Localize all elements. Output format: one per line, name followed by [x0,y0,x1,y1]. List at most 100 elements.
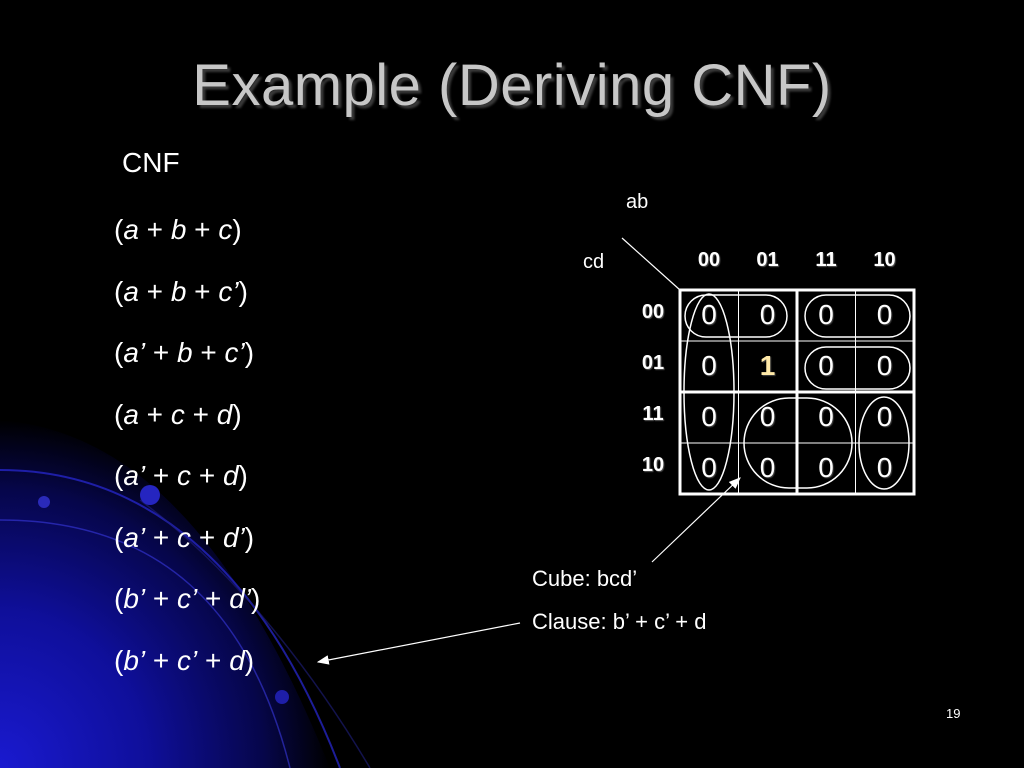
clause-symbol: + [145,460,178,491]
clause-symbol: ( [114,460,124,491]
kmap-cell: 0 [818,452,834,483]
kmap-row-header: 11 [642,403,664,425]
clause-literal: d’ [229,583,251,614]
kmap-col-var: ab [626,191,649,213]
clause-literal: a [123,214,139,245]
clause-item: (a + b + c’) [114,276,248,308]
blue-arc-1 [0,469,341,768]
decor-dot-2 [38,496,50,508]
clause-literal: b’ [123,644,146,676]
clause-symbol: ) [232,214,242,245]
clause-symbol: + [145,337,178,368]
clause-symbol: + [138,275,171,307]
clause-literal: b’ [123,583,146,614]
clause-literal: c’ [177,583,198,614]
clause-literal: a [123,398,139,430]
kmap-cell: 0 [876,452,893,483]
clause-literal: c [177,460,192,491]
clause-symbol: ) [238,275,248,307]
clause-symbol: ( [114,644,124,676]
clause-literal: d [222,460,239,491]
clause-item: (a’ + b + c’) [114,337,254,369]
clause-symbol: ( [114,214,124,245]
kmap-cell: 0 [759,452,776,483]
clause-symbol: ( [114,583,124,614]
clause-symbol: ) [244,337,255,368]
clause-symbol: ( [114,337,124,368]
clause-symbol: + [192,337,225,368]
blue-arc-3 [139,499,371,768]
clause-literal: a’ [123,521,146,553]
clause-note: Clause: b’ + c’ + d [532,609,707,634]
clause-symbol: ( [114,275,124,307]
page-number: 19 [946,706,961,721]
kmap-cell: 0 [701,299,717,330]
clause-literal: c [170,398,185,430]
decor-dot-1 [140,485,160,505]
clause-symbol: + [145,521,178,553]
kmap-cell: 0 [759,299,776,330]
clause-literal: b [170,275,187,307]
clause-item: (b’ + c’ + d) [114,645,254,677]
kmap-col-header: 11 [815,249,837,271]
clause-symbol: + [186,214,219,245]
clause-symbol: + [191,460,223,491]
kmap-row-header: 00 [641,301,665,323]
clause-symbol: ) [244,644,255,676]
clause-item: (b’ + c’ + d’) [114,583,260,615]
kmap-cell: 0 [818,401,834,432]
kmap-row-var: cd [583,251,605,273]
kmap-cell: 0 [876,401,893,432]
clause-symbol: + [197,583,230,614]
clause-literal: c [177,521,192,553]
clause-symbol: + [145,583,178,614]
clause-literal: d [229,644,245,676]
clause-symbol: + [184,398,217,430]
clause-symbol: ( [114,521,124,553]
clause-literal: b [177,337,193,368]
clause-symbol: ) [251,583,261,614]
clause-literal: d’ [222,521,245,553]
clause-symbol: + [145,644,178,676]
blue-arc-2 [0,519,291,768]
slide-title: Example (Deriving CNF) [192,53,832,118]
kmap-cell: 0 [701,401,717,432]
cube-note: Cube: bcd’ [532,566,638,591]
clause-symbol: ) [244,521,255,553]
decor-dot-3 [275,690,289,704]
kmap-cell: 0 [876,350,893,381]
kmap-col-header: 10 [873,249,896,271]
clause-symbol: + [138,214,171,245]
clause-symbol: + [197,644,230,676]
clause-symbol: + [186,275,219,307]
clause-literal: c [218,214,233,245]
kmap-col-header: 00 [697,249,721,271]
clause-item: (a’ + c + d’) [114,522,254,554]
kmap-row-header: 10 [641,454,665,476]
clause-literal: c’ [177,644,198,676]
clause-literal: a [123,275,139,307]
kmap-cell: 0 [876,299,893,330]
kmap-cell: 0 [818,350,834,381]
blue-swoosh [0,420,330,768]
kmap-cell: 0 [818,299,834,330]
kmap-cell: 0 [701,350,717,381]
clause-symbol: + [191,521,223,553]
clause-symbol: ) [232,398,242,430]
kmap-row-header: 01 [641,352,665,374]
kmap-col-header: 01 [756,249,779,271]
clause-symbol: ( [114,398,124,430]
kmap-cell: 1 [759,350,776,381]
kmap-cell: 0 [759,401,776,432]
cnf-subheading: CNF [122,147,180,178]
kmap-cell: 0 [701,452,717,483]
clause-literal: a’ [123,460,146,491]
clause-symbol: + [138,398,171,430]
clause-item: (a + b + c) [114,214,242,246]
clause-item: (a’ + c + d) [114,460,248,492]
clause-literal: a’ [123,337,146,368]
clause-item: (a + c + d) [114,399,242,431]
clause-literal: c’ [224,337,245,368]
clause-symbol: ) [238,460,248,491]
